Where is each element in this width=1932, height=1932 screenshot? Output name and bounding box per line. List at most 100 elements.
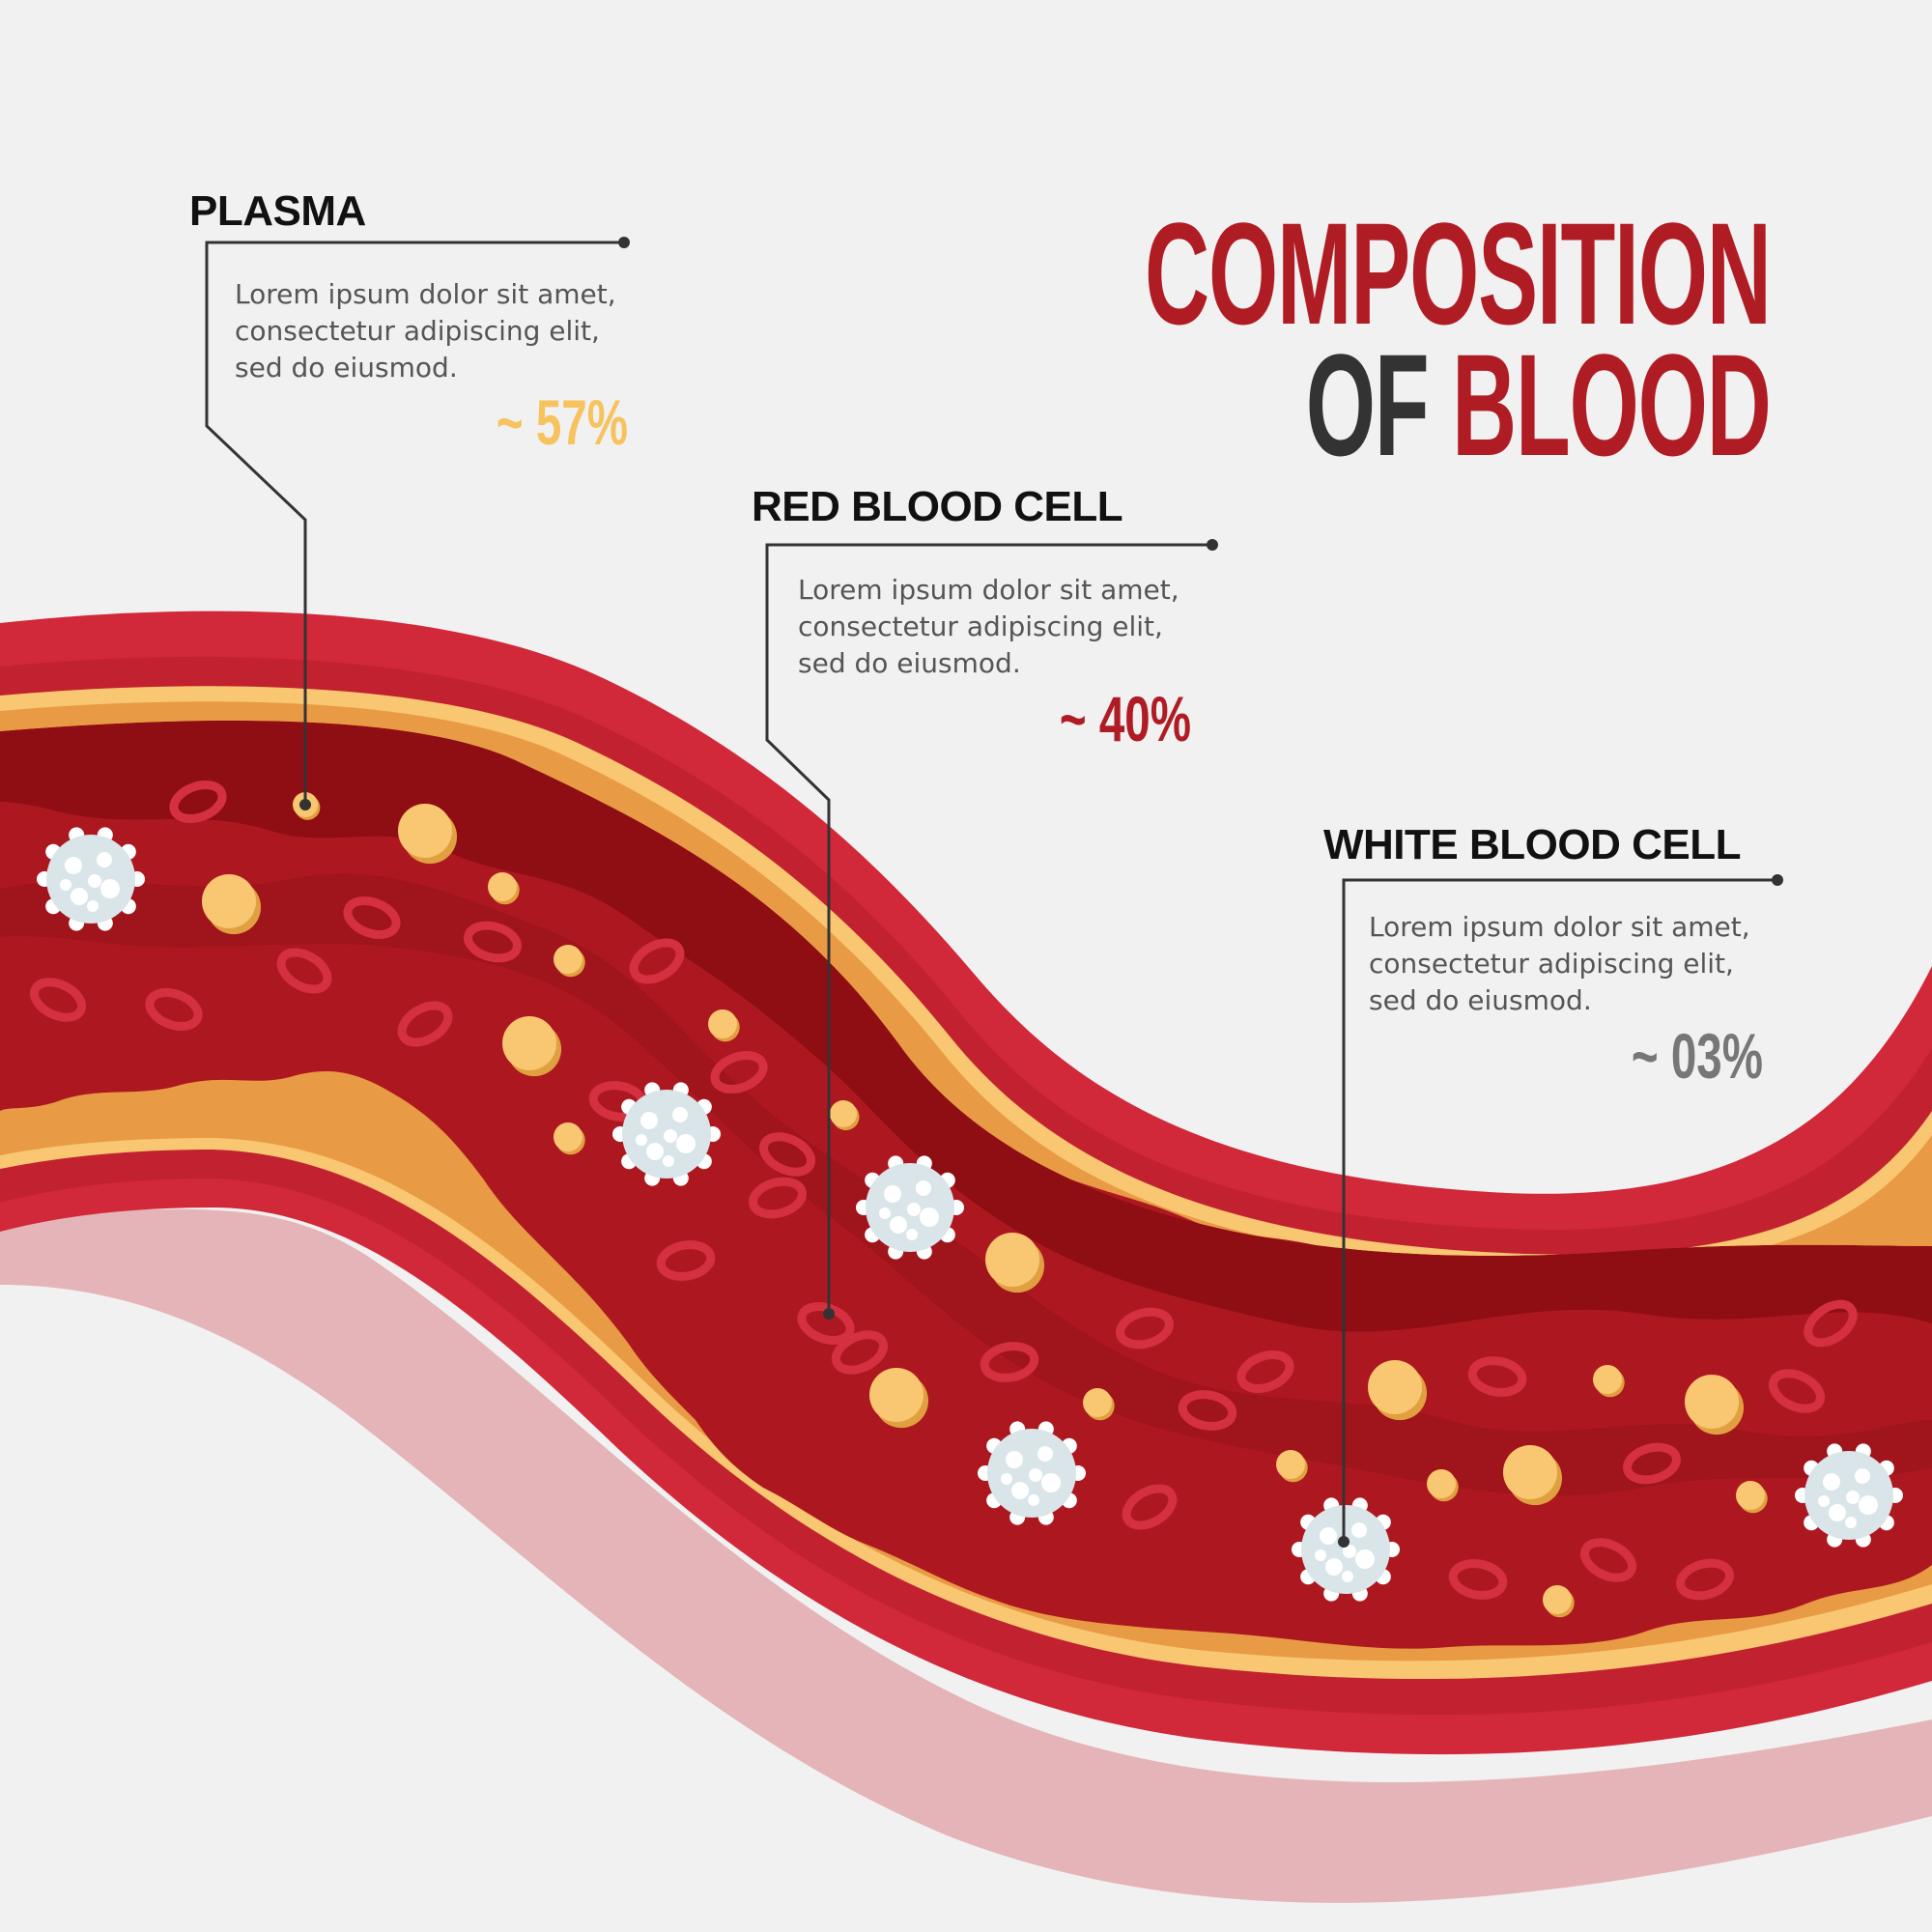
white-blood-cell-granule — [906, 1229, 918, 1240]
platelet — [985, 1233, 1039, 1287]
white-blood-cell-granule — [1846, 1491, 1860, 1504]
white-blood-cell — [37, 827, 145, 931]
red-blood-cell — [1116, 1307, 1174, 1350]
white-blood-cell-granule — [640, 1112, 658, 1129]
red-blood-cell — [1448, 1559, 1508, 1600]
white-blood-cell-granule — [88, 874, 101, 888]
white-blood-cell-granule — [664, 1129, 677, 1143]
plasma-leader-dot — [618, 237, 630, 248]
white-blood-cell-granule — [907, 1203, 921, 1216]
red-blood-cell — [343, 896, 401, 939]
white-blood-cell-granule — [916, 1180, 931, 1196]
platelet — [1427, 1469, 1456, 1498]
platelet — [1276, 1450, 1305, 1479]
plasma-label: PLASMA — [189, 187, 366, 235]
white-blood-cell-granule — [87, 900, 99, 912]
wbc-label: WHITE BLOOD CELL — [1323, 821, 1741, 868]
white-blood-cell-granule — [636, 1134, 647, 1146]
red-blood-cell — [29, 978, 87, 1022]
red-blood-cell — [1467, 1356, 1527, 1397]
red-blood-cell — [1768, 1369, 1826, 1413]
red-blood-cell — [629, 938, 685, 984]
plasma-description: Lorem ipsum dolor sit amet, consectetur … — [235, 276, 679, 386]
white-blood-cell-granule — [663, 1155, 674, 1167]
red-blood-cell — [656, 1240, 716, 1281]
white-blood-cells — [37, 827, 1903, 1602]
white-blood-cell-granule — [1029, 1468, 1042, 1482]
white-blood-cell-granule — [1343, 1545, 1356, 1558]
platelet — [708, 1009, 737, 1038]
red-blood-cell — [1623, 1442, 1681, 1485]
platelet — [830, 1100, 857, 1127]
white-blood-cell-granule — [646, 1143, 664, 1160]
plasma-percentage: ~ 57% — [496, 386, 628, 458]
red-blood-cell — [1579, 1538, 1637, 1582]
platelet — [1368, 1360, 1422, 1414]
white-blood-cell-granule — [60, 879, 71, 891]
platelet — [1083, 1388, 1112, 1417]
white-blood-cell-granule — [1818, 1495, 1830, 1507]
red-blood-cell — [1236, 1350, 1294, 1393]
white-blood-cell-granule — [1325, 1558, 1343, 1576]
wbc-end-dot — [1338, 1536, 1350, 1548]
platelet — [488, 872, 517, 901]
wbc-description-line: sed do eiusmod. — [1369, 984, 1592, 1016]
white-blood-cell-granule — [65, 857, 82, 874]
white-blood-cell-granule — [890, 1216, 907, 1234]
white-blood-cell-granule — [676, 1134, 696, 1153]
plasma-description-line: consectetur adipiscing elit, — [235, 315, 600, 347]
red-blood-cell — [145, 988, 203, 1031]
plasma-end-dot — [299, 799, 311, 810]
white-blood-cell-granule — [1342, 1571, 1353, 1582]
white-blood-cell — [612, 1082, 721, 1186]
white-blood-cell-granule — [1823, 1473, 1840, 1491]
red-blood-cell — [1676, 1558, 1734, 1601]
platelet — [1685, 1375, 1739, 1429]
rbc-label: RED BLOOD CELL — [752, 483, 1123, 530]
white-blood-cell-granule — [1001, 1473, 1012, 1485]
white-blood-cell-granule — [71, 888, 88, 905]
rbc-leader-line — [765, 543, 1212, 1314]
white-blood-cell-granule — [1037, 1446, 1053, 1462]
rbc-description-line: Lorem ipsum dolor sit amet, — [798, 574, 1179, 606]
red-blood-cell — [276, 948, 332, 994]
rbc-description-line: consectetur adipiscing elit, — [798, 611, 1163, 642]
platelet — [1503, 1445, 1557, 1499]
plasma-description-line: Lorem ipsum dolor sit amet, — [235, 278, 616, 310]
white-blood-cell-granule — [1028, 1494, 1039, 1506]
white-blood-cell-granule — [1859, 1495, 1878, 1515]
red-blood-cell — [1804, 1299, 1858, 1348]
platelet — [1593, 1365, 1622, 1394]
plasma-description-line: sed do eiusmod. — [235, 352, 458, 384]
white-blood-cell-granule — [97, 852, 112, 867]
white-blood-cell — [1795, 1443, 1903, 1548]
blood-mid-wave — [0, 873, 1932, 1496]
white-blood-cell-granule — [1855, 1468, 1870, 1484]
red-blood-cell — [397, 1001, 453, 1047]
wbc-leader-dot — [1772, 874, 1783, 886]
white-blood-cell-granule — [879, 1208, 891, 1219]
white-blood-cell-granule — [1011, 1482, 1029, 1499]
white-blood-cell — [1292, 1497, 1400, 1602]
red-blood-cells — [29, 781, 1858, 1601]
white-blood-cell-granule — [1315, 1549, 1326, 1561]
rbc-percentage: ~ 40% — [1059, 683, 1191, 754]
white-blood-cell-granule — [1041, 1473, 1061, 1492]
red-blood-cell — [464, 921, 522, 963]
rbc-end-dot — [823, 1308, 835, 1320]
white-blood-cell-granule — [920, 1208, 939, 1227]
red-blood-cell — [169, 781, 227, 823]
wbc-description-line: Lorem ipsum dolor sit amet, — [1369, 911, 1750, 943]
wbc-description: Lorem ipsum dolor sit amet, consectetur … — [1369, 909, 1813, 1019]
platelet — [502, 1016, 556, 1070]
vessel-shadow — [0, 1208, 1932, 1903]
white-blood-cell — [978, 1421, 1086, 1525]
white-blood-cell-granule — [672, 1107, 688, 1122]
platelet — [398, 804, 452, 858]
wbc-percentage: ~ 03% — [1631, 1020, 1763, 1092]
wbc-leader-line — [1342, 878, 1777, 1542]
red-blood-cell — [1178, 1390, 1237, 1431]
platelet — [554, 1122, 582, 1151]
platelet — [554, 945, 582, 974]
red-blood-cell — [758, 1132, 816, 1177]
